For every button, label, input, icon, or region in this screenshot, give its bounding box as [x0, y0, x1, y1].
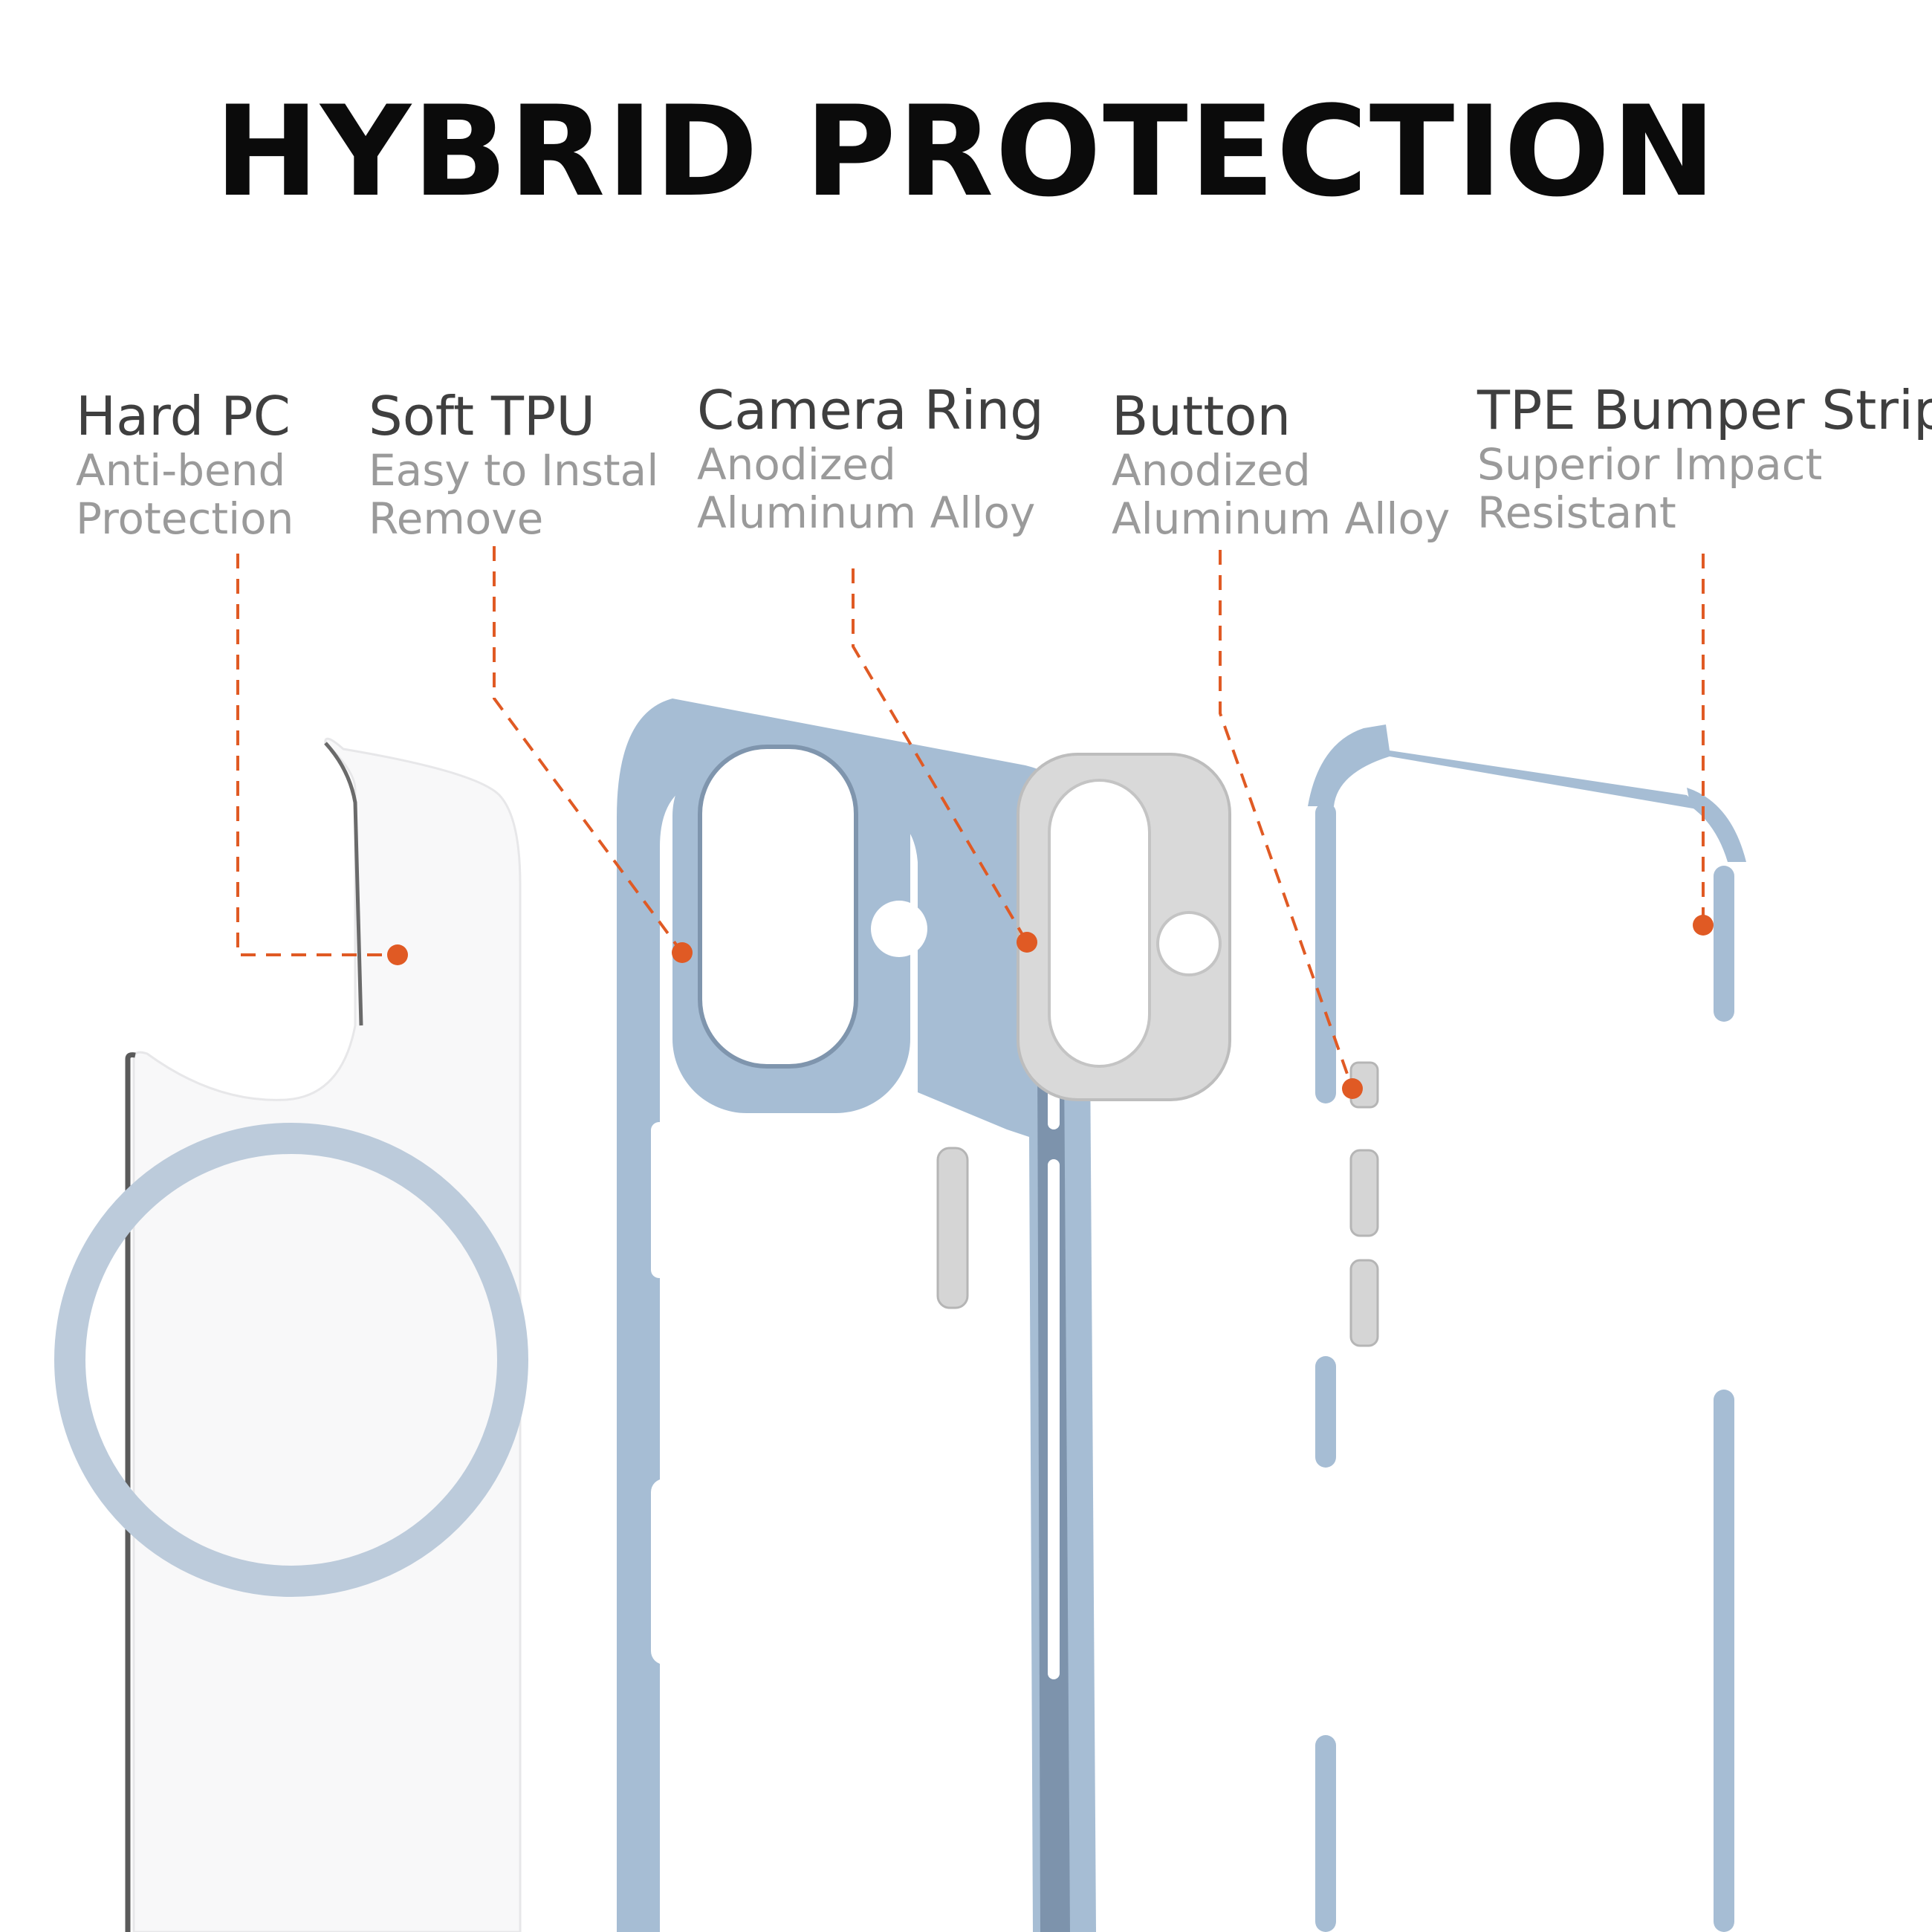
callout-dot-soft-tpu: [672, 942, 693, 963]
label-tpe-bumper-strip: TPE Bumper Strip Superior Impact Resista…: [1477, 380, 1932, 537]
label-line: Resistant: [1477, 487, 1676, 538]
camera-ring: [1017, 753, 1231, 1101]
tpe-bumper-strips: [1308, 724, 1746, 1932]
label-line: Anodized: [697, 438, 896, 490]
button-pieces: [1349, 1061, 1379, 1347]
label-heading: Hard PC: [76, 385, 291, 447]
label-heading: TPE Bumper Strip: [1477, 379, 1932, 441]
leader-line-button: [1219, 550, 1354, 1089]
label-line: Remove: [369, 493, 544, 544]
callout-dot-camera-ring: [1017, 932, 1037, 953]
label-heading: Camera Ring: [697, 379, 1044, 441]
label-hard-pc: Hard PC Anti-bend Protection: [76, 386, 294, 543]
label-line: Anti-bend: [76, 444, 286, 496]
magsafe-ring: [54, 1123, 528, 1597]
label-line: Easy to Instal: [369, 444, 659, 496]
side-button-piece: [936, 1147, 969, 1309]
leader-line-camera-ring: [852, 568, 1028, 944]
label-line: Aluminum Alloy: [1112, 493, 1450, 544]
label-soft-tpu: Soft TPU Easy to Instal Remove: [369, 386, 658, 543]
hard-pc-back-plate: [54, 737, 528, 1932]
callout-dot-tpe-bumper-strip: [1693, 915, 1714, 936]
label-heading: Button: [1112, 385, 1291, 447]
label-button: Button Anodized Aluminum Alloy: [1112, 386, 1450, 543]
callout-dot-hard-pc: [387, 944, 408, 965]
callout-dots: [387, 915, 1714, 1099]
callout-dot-button: [1342, 1078, 1363, 1099]
leader-line-hard-pc: [236, 554, 398, 956]
soft-tpu-frame: [617, 698, 1096, 1932]
label-line: Aluminum Alloy: [697, 487, 1036, 538]
label-line: Protection: [76, 493, 294, 544]
label-line: Anodized: [1112, 444, 1311, 496]
label-heading: Soft TPU: [369, 385, 596, 447]
label-camera-ring: Camera Ring Anodized Aluminum Alloy: [697, 380, 1044, 537]
page-title: HYBRID PROTECTION: [214, 79, 1718, 224]
leader-lines: [236, 546, 1705, 1089]
leader-line-soft-tpu: [493, 546, 684, 954]
label-line: Superior Impact: [1477, 438, 1823, 490]
